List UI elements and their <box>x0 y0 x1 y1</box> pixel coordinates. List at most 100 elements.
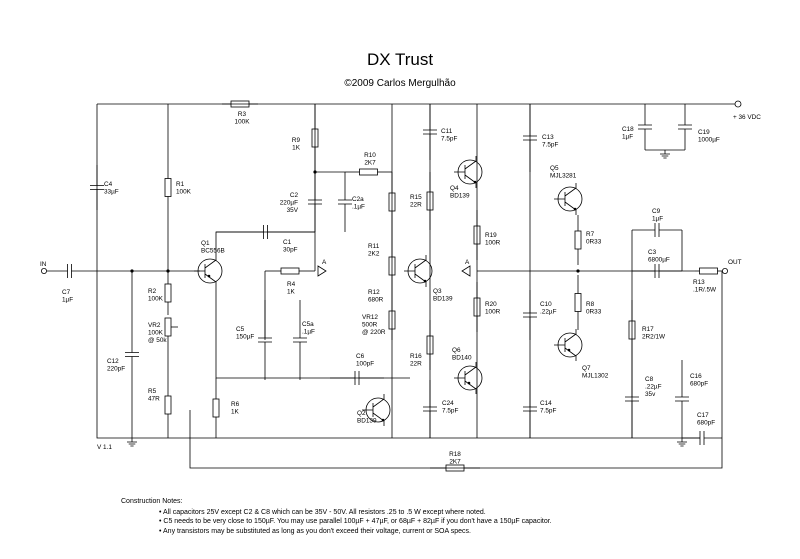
label-C8-id: C8 <box>645 376 654 383</box>
capacitor-C12 <box>125 352 139 357</box>
capacitor-C13 <box>523 135 537 141</box>
label-C6-value: 100pF <box>356 361 374 368</box>
label-C17-id: C17 <box>697 412 709 419</box>
label-R13-value: .1R/.5W <box>693 287 717 294</box>
label-C16-value: 680pF <box>690 381 708 388</box>
transistor-Q6-emitter-mark <box>467 381 471 385</box>
label-R12-id: R12 <box>368 289 380 296</box>
label-C10-id: C10 <box>540 301 552 308</box>
transistor-Q2-emitter-mark <box>381 418 385 422</box>
label-C19-value: 1000µF <box>698 137 720 144</box>
resistor-R5 <box>164 395 172 415</box>
resistor-R16 <box>426 335 434 355</box>
label-C24-value: 7.5pF <box>442 408 458 415</box>
label-C11-id: C11 <box>441 128 453 135</box>
label-C17-value: 680pF <box>697 420 715 427</box>
label-Q4-id: Q4 <box>450 185 459 192</box>
transistor-Q7-emitter-mark <box>567 348 571 352</box>
capacitor-C5a <box>293 337 307 343</box>
resistor-R11 <box>388 192 396 212</box>
transistor-Q2-leads <box>362 394 385 426</box>
label-C4-id: C4 <box>104 181 113 188</box>
resistor-R13 <box>699 267 718 275</box>
supply-terminal <box>734 100 742 108</box>
transistor-Q6-leads <box>454 362 477 394</box>
label-VR2-value: 100K <box>148 330 164 337</box>
transistor-Q7-leads <box>554 329 577 361</box>
label-R9-value: 1K <box>292 145 301 152</box>
potentiometer-VR2 <box>164 317 172 337</box>
resistor-R3 <box>230 100 250 108</box>
resistor-R4 <box>280 267 300 275</box>
input-terminal <box>41 267 48 274</box>
label-R20-value: 100R <box>485 309 501 316</box>
label-C14-id: C14 <box>540 400 552 407</box>
capacitor-C17 <box>699 431 705 445</box>
output-terminal <box>722 267 729 274</box>
capacitor-C10 <box>523 312 537 318</box>
node-a-left <box>317 265 327 277</box>
capacitor-C11 <box>423 129 437 135</box>
label-Q3-id: Q3 <box>433 288 442 295</box>
label-VR2-id: VR2 <box>148 322 161 329</box>
label-R19-value: 100R <box>485 240 501 247</box>
transistor-Q3-emitter-mark <box>423 279 427 283</box>
node-a-right <box>461 265 471 277</box>
label-C24-id: C24 <box>442 400 454 407</box>
node-a-right-label: A <box>465 259 470 266</box>
transistor-Q4-emitter-mark <box>473 180 477 184</box>
label-R15-value: 22R <box>410 202 422 209</box>
label-VR2-extra: @ 50k <box>148 337 167 344</box>
resistor-R6 <box>212 398 220 418</box>
label-C1-value: 30pF <box>283 247 298 254</box>
label-R4-id: R4 <box>287 281 296 288</box>
resistor-R2 <box>164 283 172 303</box>
transistor-Q4-leads <box>454 156 477 188</box>
label-C8-value: .22µF <box>645 384 662 391</box>
resistor-R8 <box>574 293 582 312</box>
label-R17-value: 2R2/1W <box>642 334 666 341</box>
transistor-Q1-emitter-mark <box>207 274 211 278</box>
notes-heading: Construction Notes: <box>121 498 183 505</box>
label-C18-value: 1µF <box>622 134 633 141</box>
label-R19-id: R19 <box>485 232 497 239</box>
label-R3-value: 100K <box>235 119 251 126</box>
page-subtitle: ©2009 Carlos Mergulhão <box>344 78 456 89</box>
capacitor-C2a <box>338 199 352 205</box>
label-R5-value: 47R <box>148 396 160 403</box>
resistor-R1 <box>164 178 172 197</box>
label-R8-value: 0R33 <box>586 309 602 316</box>
label-R11-value: 2K2 <box>368 251 380 258</box>
resistor-R7 <box>574 230 582 250</box>
label-R1-id: R1 <box>176 181 185 188</box>
label-C7-id: C7 <box>62 289 71 296</box>
label-R11-id: R11 <box>368 243 380 250</box>
resistor-R17 <box>628 320 636 340</box>
label-C11-value: 7.5pF <box>441 136 457 143</box>
label-C5a-id: C5a <box>302 321 314 328</box>
label-C12-id: C12 <box>107 358 119 365</box>
capacitor-C5 <box>258 337 272 343</box>
capacitor-C16 <box>675 396 689 402</box>
transistor-Q1-leads <box>194 255 217 287</box>
label-Q2-value: BD139 <box>357 418 377 425</box>
label-R18-id: R18 <box>449 451 461 458</box>
label-R2-id: R2 <box>148 288 157 295</box>
label-Q2-id: Q2 <box>357 410 366 417</box>
version-label: V 1.1 <box>97 444 112 451</box>
label-C3-value: 6800µF <box>648 257 670 264</box>
resistor-R20 <box>473 297 481 317</box>
output-label: OUT <box>728 259 742 266</box>
capacitor-C7 <box>67 264 72 278</box>
transistor-Q5-emitter-mark <box>573 207 577 211</box>
label-C16-id: C16 <box>690 373 702 380</box>
label-C7-value: 1µF <box>62 297 73 304</box>
label-R10-id: R10 <box>364 152 376 159</box>
wire <box>189 271 723 469</box>
label-R12-value: 680R <box>368 297 384 304</box>
label-R15-id: R15 <box>410 194 422 201</box>
label-C5a-value: .1µF <box>302 329 315 336</box>
label-VR12-id: VR12 <box>362 314 378 321</box>
capacitor-C8 <box>625 396 639 402</box>
label-C18-id: C18 <box>622 126 634 133</box>
